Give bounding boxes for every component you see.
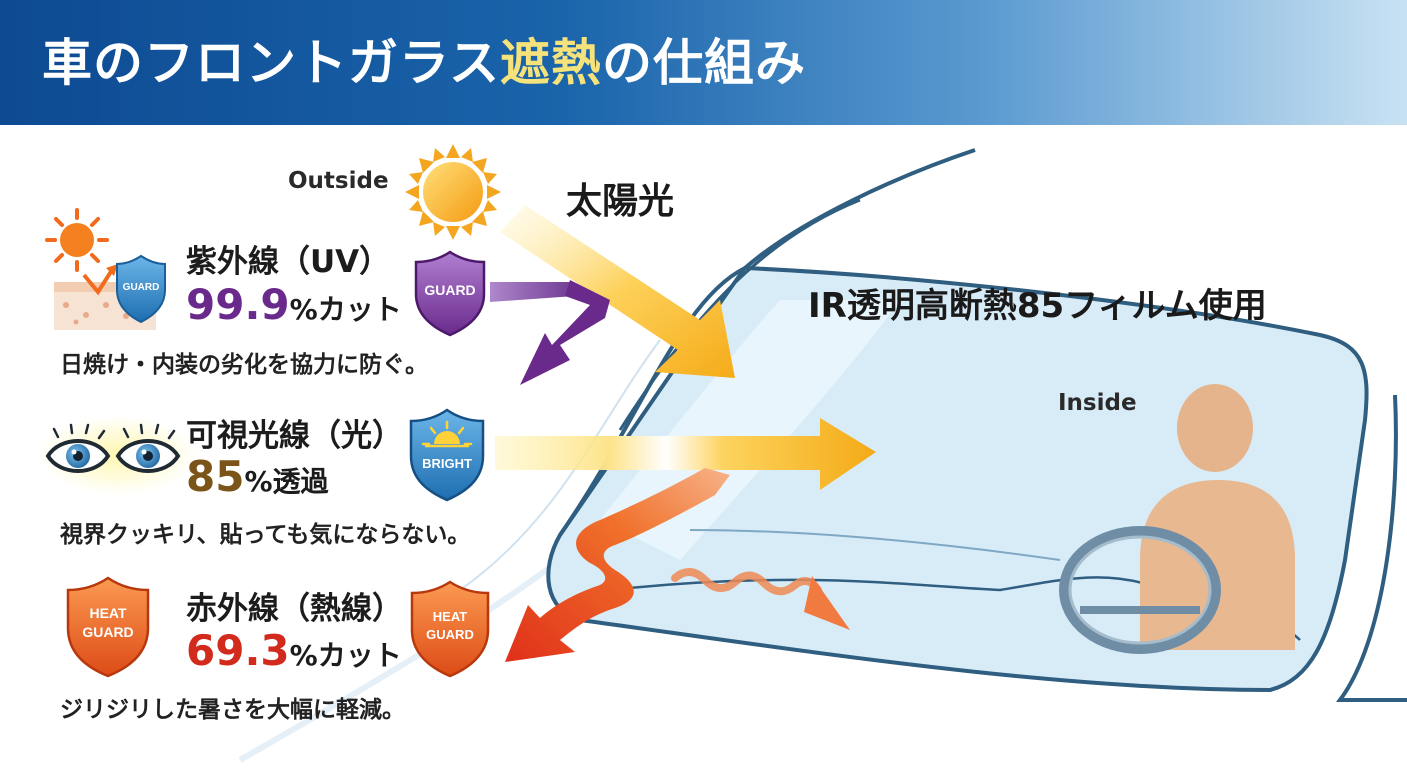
title-highlight: 遮熱: [500, 34, 602, 92]
visible-heading: 可視光線（光）: [186, 418, 403, 454]
uv-guard-shield-icon: GUARD: [116, 254, 166, 324]
purple-guard-shield-icon: GUARD: [414, 250, 486, 337]
uv-value: 99.9: [186, 280, 290, 329]
sun-icon: [405, 144, 501, 240]
visible-description: 視界クッキリ、貼っても気にならない。: [60, 522, 471, 548]
film-label: IR透明高断熱85フィルム使用: [808, 286, 1267, 326]
heat-guard-right-line2: GUARD: [426, 627, 474, 642]
visible-value: 85: [186, 452, 245, 501]
page-title: 車のフロントガラス遮熱の仕組み: [42, 28, 806, 98]
a-pillar: [558, 148, 976, 537]
eye-icon: [115, 423, 181, 473]
steering-wheel-icon: [1059, 526, 1221, 654]
ir-description: ジリジリした暑さを大幅に軽減。: [60, 697, 405, 723]
eye-icon: [45, 423, 111, 473]
eye-icons: [38, 415, 198, 495]
title-before: 車のフロントガラス: [42, 34, 500, 92]
bright-shield-label: BRIGHT: [422, 456, 472, 471]
sunlight-label: 太陽光: [566, 181, 675, 222]
visible-light-arrow: [495, 418, 876, 490]
ir-unit: %カット: [289, 639, 402, 672]
bright-shield-icon: BRIGHT: [409, 408, 485, 502]
uv-heading: 紫外線（UV）: [186, 244, 391, 280]
heat-guard-left-line1: HEAT: [89, 605, 127, 621]
small-sun-icon: [45, 208, 109, 272]
ir-value-line: 69.3%カット: [186, 626, 402, 675]
ir-transmit-arrow: [671, 568, 850, 630]
heat-guard-shield-icon: HEAT GUARD: [66, 576, 150, 678]
title-after: の仕組み: [602, 34, 806, 92]
heat-guard-left-line2: GUARD: [82, 624, 133, 640]
dash-lower: [689, 529, 1061, 561]
heat-guard-shield-icon: HEAT GUARD: [410, 580, 490, 678]
uv-value-line: 99.9%カット: [186, 280, 402, 329]
sunlight-arrow: [500, 205, 735, 378]
ir-reflect-arrow: [505, 468, 730, 662]
uv-guard-shield-label: GUARD: [123, 282, 160, 293]
inside-label: Inside: [1058, 390, 1137, 416]
ir-value: 69.3: [186, 626, 290, 675]
roof-line: [618, 198, 861, 431]
visible-unit: %透過: [244, 465, 329, 498]
side-window-frame: [1336, 394, 1407, 702]
uv-description: 日焼け・内装の劣化を協力に防ぐ。: [60, 352, 428, 378]
header-banner: [0, 0, 1407, 125]
visible-value-line: 85%透過: [186, 452, 329, 501]
ir-heading: 赤外線（熱線）: [186, 591, 403, 627]
heat-guard-right-line1: HEAT: [433, 609, 467, 624]
outside-label: Outside: [288, 168, 389, 194]
uv-unit: %カット: [289, 293, 402, 326]
purple-guard-shield-label: GUARD: [424, 282, 475, 298]
uv-reflect-arrow: [490, 280, 610, 385]
